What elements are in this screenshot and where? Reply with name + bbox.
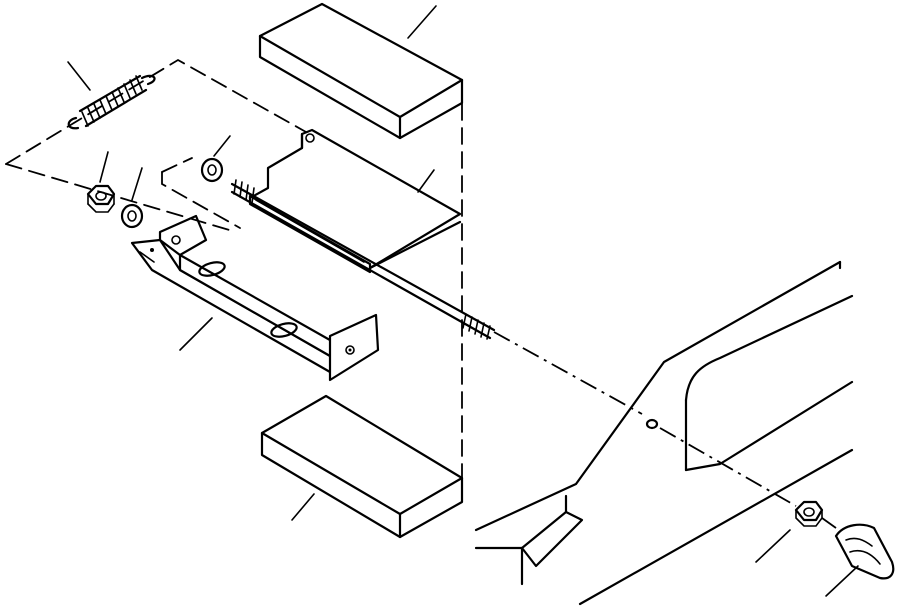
callout-leaders	[67, 5, 859, 597]
cover-plate	[248, 128, 462, 274]
flat-washer	[200, 157, 224, 183]
callout-mounting-bracket	[179, 317, 213, 351]
hex-nut	[86, 184, 116, 213]
lower-foam-block	[260, 394, 464, 539]
callout-lock-washer	[131, 167, 143, 201]
mounting-bracket	[130, 214, 380, 382]
tension-spring	[67, 74, 156, 130]
callout-hex-nut	[99, 151, 109, 183]
callout-jam-nut	[755, 529, 791, 563]
callout-cover-plate	[417, 169, 435, 193]
control-knob	[834, 523, 895, 580]
callout-flat-washer	[213, 135, 231, 157]
callout-upper-foam-block	[407, 5, 437, 39]
jam-nut	[794, 500, 824, 527]
lock-washer	[120, 203, 144, 229]
callout-control-knob	[825, 565, 859, 597]
threaded-rod	[230, 179, 496, 340]
upper-foam-block	[258, 2, 464, 140]
callout-tension-spring	[67, 61, 91, 91]
callout-lower-foam-block	[291, 493, 315, 521]
assembly-lines	[5, 58, 837, 584]
panel-housing	[474, 260, 854, 606]
